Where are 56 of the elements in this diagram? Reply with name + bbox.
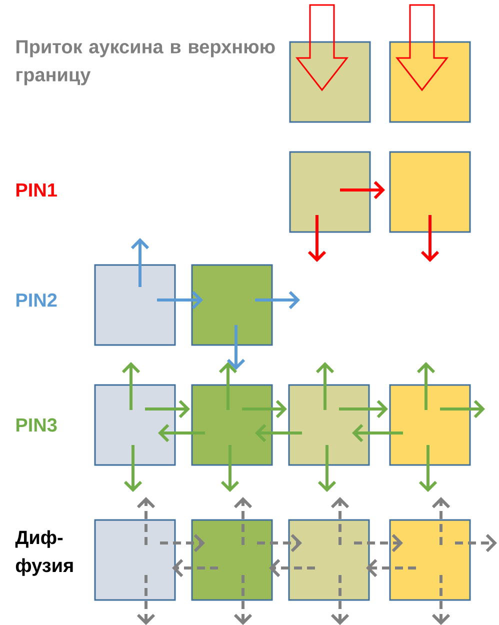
cell-box [94, 264, 176, 346]
cell-box [191, 384, 273, 466]
arrow [136, 575, 156, 625]
row-label: PIN2 [16, 293, 57, 307]
arrow [432, 575, 450, 625]
arrow [432, 497, 450, 545]
cell-box [389, 519, 471, 601]
arrow [420, 215, 440, 262]
arrow [157, 290, 203, 310]
arrow [255, 290, 300, 310]
arrow [340, 180, 385, 200]
arrow [220, 445, 240, 492]
arrow [455, 534, 497, 552]
arrow [339, 400, 388, 418]
arrow [316, 362, 334, 410]
arrow [130, 238, 150, 287]
arrow [330, 497, 350, 545]
arrow [145, 400, 190, 418]
arrow [218, 362, 238, 410]
cell-box [288, 519, 370, 601]
arrow [255, 424, 302, 442]
arrow [354, 534, 403, 552]
cell-box [191, 519, 273, 601]
arrow [172, 558, 218, 578]
cell-box [389, 151, 471, 233]
row-label: PIN3 [16, 418, 57, 432]
arrow [242, 400, 287, 418]
arrow [124, 445, 142, 492]
arrow [160, 534, 205, 552]
arrow [418, 445, 438, 492]
cell-box [94, 384, 176, 466]
row-label: Диф- фузия [15, 530, 73, 576]
cell-box [289, 41, 371, 123]
arrow [318, 445, 336, 492]
arrow [234, 575, 252, 625]
cell-box [94, 519, 176, 601]
arrow [122, 362, 140, 410]
cell-box [289, 151, 371, 233]
arrow [269, 558, 315, 578]
arrow [352, 424, 403, 442]
arrow [440, 400, 485, 418]
arrow [136, 497, 156, 545]
cell-box [191, 264, 273, 346]
arrow [416, 362, 436, 410]
arrow [330, 575, 350, 625]
cell-box [288, 384, 370, 466]
cell-box [389, 384, 471, 466]
row-label: Приток ауксина в верхнюю границу [16, 40, 275, 86]
arrow [234, 497, 252, 545]
arrow [366, 558, 416, 578]
row-label: PIN1 [16, 183, 57, 197]
arrow [226, 325, 246, 370]
arrow [257, 534, 302, 552]
arrow [308, 215, 326, 262]
cell-box [389, 41, 471, 123]
arrow [158, 424, 205, 442]
